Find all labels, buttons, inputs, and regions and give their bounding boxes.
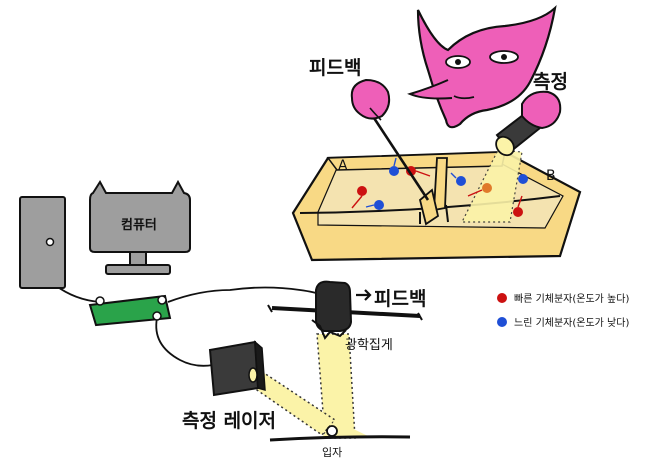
optical-tweezer-label: 광학집게 [345,338,393,353]
legend-slow: 느린 기체분자(온도가 낮다) [497,314,629,329]
measure-label: 측정 [533,71,568,93]
board-port [157,295,167,305]
molecule-arrow [415,170,431,177]
box-b-label: B [546,168,556,184]
monitor-stand [129,251,147,267]
board-port [152,311,162,321]
legend-slow-dot [497,316,507,327]
cable-board-tweezer [167,286,323,303]
legend-fast-label: 빠른 기체분자(온도가 높다) [514,294,630,305]
molecule-arrow [351,195,363,209]
box-slot [419,204,449,224]
slow-molecule [389,166,399,176]
monitor-body [89,179,191,253]
laser-label: 측정 레이저 [182,410,277,432]
cable-board-laser [155,317,214,367]
feedback-arrow [356,289,372,301]
box-door [418,188,440,226]
laser-lens [248,367,258,383]
molecule-arrow [517,195,523,208]
circuit-board [88,294,172,327]
legend-slow-label: 느린 기체분자(온도가 낮다) [514,318,630,329]
demon-finger [369,107,382,121]
demon-pupil [501,54,507,60]
computer-tower [19,196,66,289]
fast-molecule [513,207,523,217]
tweezer-clamp [311,319,347,340]
legend-fast: 빠른 기체분자(온도가 높다) [497,290,629,305]
box-divider [433,157,448,212]
fast-molecule [357,186,367,196]
molecule-arrow [365,204,375,208]
computer-label: 컴퓨터 [121,218,157,233]
fast-molecule [482,183,492,193]
slow-molecule [374,200,384,210]
particle-label: 입자 [322,446,343,459]
legend-fast-dot [497,292,507,303]
feedback-label-top: 피드백 [309,57,362,79]
slow-molecule [456,176,466,186]
demon-nose [407,79,453,100]
board-port [95,296,105,306]
particle-dot [326,425,338,437]
monitor-base [105,264,171,275]
tower-power-button [45,237,55,247]
box-a-label: A [338,158,348,174]
molecule-arrow [393,157,397,167]
demon-hand [350,78,391,120]
box-back-wall [326,151,506,171]
demon-pupil [455,59,461,65]
demon-hand-2 [521,90,562,130]
slow-molecule [518,174,528,184]
tweezer-rod-end [267,304,423,321]
tweezer-device [315,280,353,332]
demon-mouth [453,95,475,100]
demon-stick [372,117,430,201]
molecule-arrow [450,172,457,179]
flashlight-lens [495,135,515,157]
feedback-arrow-label: 피드백 [374,288,427,310]
surface-line [269,435,411,442]
molecule-arrow [467,189,483,197]
